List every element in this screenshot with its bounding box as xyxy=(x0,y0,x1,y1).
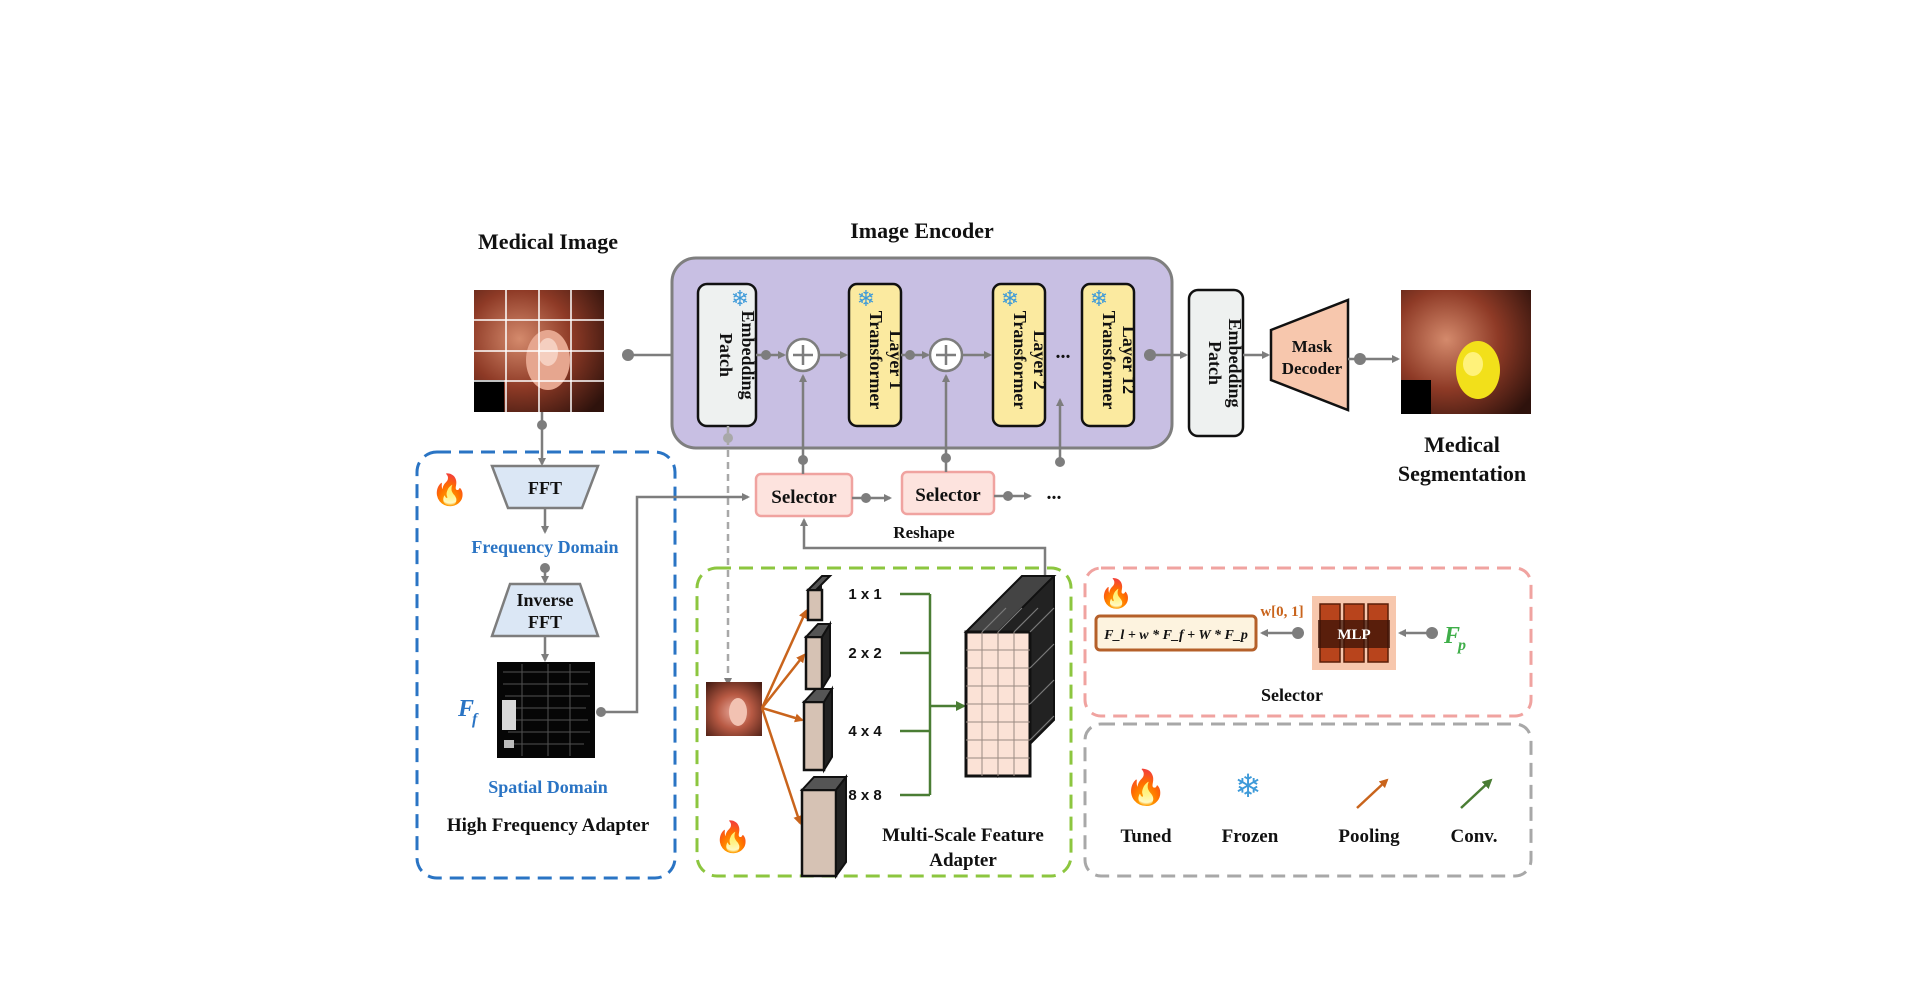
svg-text:Transformer: Transformer xyxy=(1099,311,1119,410)
pooled-feature-4x4 xyxy=(801,685,834,774)
legend-frame xyxy=(1083,722,1533,878)
svg-text:Layer 12: Layer 12 xyxy=(1119,326,1139,394)
tuned-icon: 🔥 xyxy=(714,819,751,854)
medical-image-title: Medical Image xyxy=(478,229,618,254)
pooled-feature-8x8 xyxy=(799,774,849,880)
decoder-patch-embedding: Patch Embedding xyxy=(1187,288,1245,438)
svg-text:MLP: MLP xyxy=(1337,627,1370,643)
svg-text:Embedding: Embedding xyxy=(1225,318,1245,407)
scale-1x1-label: 1 x 1 xyxy=(848,586,881,603)
frozen-icon: ❄ xyxy=(1090,286,1108,311)
legend-tuned-label: Tuned xyxy=(1120,826,1171,847)
transformer-layer-12: Transformer Layer 12 ❄ xyxy=(1080,282,1139,428)
msfa-title-line2: Adapter xyxy=(929,850,997,871)
medical-segmentation-title-line1: Medical xyxy=(1424,432,1500,457)
legend-pooling-label: Pooling xyxy=(1338,826,1400,847)
frozen-icon: ❄ xyxy=(1001,286,1019,311)
svg-text:Decoder: Decoder xyxy=(1282,359,1343,378)
svg-text:Embedding: Embedding xyxy=(738,310,758,399)
transformer-layer-2: Transformer Layer 2 ❄ xyxy=(991,282,1050,428)
encoder-patch-embedding: Patch Embedding ❄ xyxy=(696,282,758,428)
reshape-label: Reshape xyxy=(893,523,955,542)
svg-text:Selector: Selector xyxy=(771,487,837,508)
scale-8x8-label: 8 x 8 xyxy=(848,787,881,804)
svg-text:Layer 1: Layer 1 xyxy=(886,330,906,389)
scale-2x2-label: 2 x 2 xyxy=(848,645,881,662)
svg-text:FFT: FFT xyxy=(528,478,562,498)
frozen-icon: ❄ xyxy=(731,286,749,311)
medical-segmentation-title-line2: Segmentation xyxy=(1398,461,1526,486)
inverse-fft-block: Inverse FFT xyxy=(490,582,600,638)
selector-detail-frame xyxy=(1083,566,1533,718)
ff-symbol: F xyxy=(457,696,474,722)
svg-text:Inverse: Inverse xyxy=(517,590,574,610)
selectors-ellipsis: ... xyxy=(1047,482,1062,504)
spatial-domain-image xyxy=(497,662,595,758)
selector-box-2: Selector xyxy=(900,470,996,516)
high-frequency-adapter-frame xyxy=(415,450,677,880)
medical-image-input xyxy=(474,290,604,412)
legend-conv-label: Conv. xyxy=(1451,826,1498,847)
tuned-icon: 🔥 xyxy=(431,472,468,507)
pooled-feature-2x2 xyxy=(803,620,832,693)
image-encoder-title: Image Encoder xyxy=(850,218,994,243)
mlp-block: MLP xyxy=(1312,596,1396,670)
add-node-2 xyxy=(928,337,964,373)
add-node-1 xyxy=(785,337,821,373)
svg-text:FFT: FFT xyxy=(528,612,562,632)
svg-text:Mask: Mask xyxy=(1292,337,1333,356)
frequency-domain-label: Frequency Domain xyxy=(471,537,618,557)
fp-symbol: F xyxy=(1443,623,1460,649)
spatial-domain-label: Spatial Domain xyxy=(488,777,608,797)
ff-subscript: f xyxy=(472,711,479,728)
legend-tuned-icon: 🔥 xyxy=(1125,768,1167,807)
fp-subscript: p xyxy=(1456,637,1466,654)
legend-conv-arrow-icon xyxy=(1460,778,1493,809)
svg-text:Patch: Patch xyxy=(1205,341,1225,385)
pooled-feature-1x1 xyxy=(805,575,833,622)
encoder-ellipsis: ... xyxy=(1056,341,1071,363)
conv-bracket xyxy=(900,592,932,797)
transformer-layer-1: Transformer Layer 1 ❄ xyxy=(847,282,906,428)
legend-frozen-label: Frozen xyxy=(1222,826,1279,847)
tuned-icon: 🔥 xyxy=(1099,577,1134,610)
fused-feature-map xyxy=(963,575,1057,778)
svg-text:F_l + w * F_f + W * F_p: F_l + w * F_f + W * F_p xyxy=(1103,628,1248,643)
svg-text:Transformer: Transformer xyxy=(1010,311,1030,410)
scale-4x4-label: 4 x 4 xyxy=(848,723,882,740)
segmentation-output xyxy=(1401,290,1531,414)
fft-block: FFT xyxy=(490,464,600,510)
legend-pooling-arrow-icon xyxy=(1356,778,1389,809)
selector-detail-title: Selector xyxy=(1261,685,1323,705)
selector-formula-box: F_l + w * F_f + W * F_p xyxy=(1094,614,1258,652)
svg-text:Layer 2: Layer 2 xyxy=(1030,330,1050,389)
svg-text:Selector: Selector xyxy=(915,485,981,506)
multi-scale-feature-adapter-frame xyxy=(695,566,1073,878)
frozen-icon: ❄ xyxy=(857,286,875,311)
svg-text:Patch: Patch xyxy=(716,333,736,377)
selector-box-1: Selector xyxy=(754,472,854,518)
msfa-input-image xyxy=(706,682,762,736)
weight-label: w[0, 1] xyxy=(1260,604,1303,620)
mask-decoder: Mask Decoder xyxy=(1269,298,1350,412)
high-frequency-adapter-title: High Frequency Adapter xyxy=(447,815,650,836)
legend-frozen-icon: ❄ xyxy=(1235,768,1262,804)
svg-text:Transformer: Transformer xyxy=(866,311,886,410)
msfa-title-line1: Multi-Scale Feature xyxy=(882,825,1044,846)
